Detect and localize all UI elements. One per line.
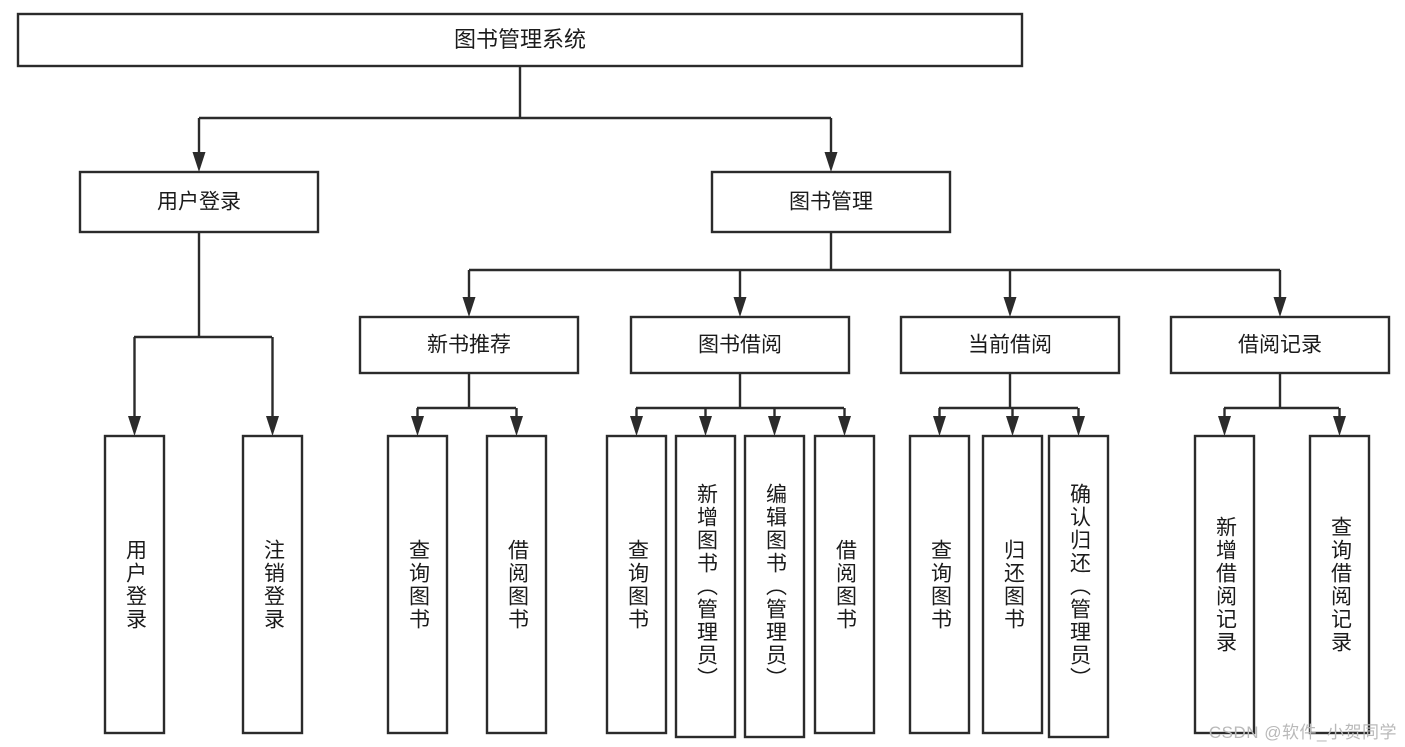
connector-group-bus-book-borrow [636, 373, 844, 410]
connector-arrow-leaf-query-books-recommend [411, 408, 424, 436]
csdn-watermark: CSDN @软件_小贺同学 [1208, 723, 1397, 742]
node-leaf-add-borrow-record[interactable] [1193, 434, 1256, 735]
node-book-borrow[interactable]: 图书借阅 [629, 315, 851, 375]
node-box[interactable] [710, 170, 952, 234]
node-box[interactable] [386, 434, 449, 735]
arrow-head-icon [768, 416, 781, 436]
node-box[interactable] [981, 434, 1044, 735]
connector-arrow-leaf-edit-book-admin [768, 408, 781, 436]
node-root[interactable]: 图书管理系统 [16, 12, 1024, 68]
arrow-head-icon [1006, 416, 1019, 436]
connector-arrow-new-book-recommend [462, 270, 476, 317]
arrow-head-icon [1218, 416, 1231, 436]
connector-arrow-book-borrow [733, 270, 747, 317]
connector-group-bus-book-management [469, 232, 1280, 272]
node-user-login[interactable]: 用户登录 [78, 170, 320, 234]
arrow-head-icon [1003, 297, 1017, 317]
node-label: 图书管理系统 [454, 27, 586, 52]
node-label: 新书推荐 [427, 334, 511, 357]
connector-arrow-leaf-query-books-borrow [630, 408, 643, 436]
connector-group-bus-user-login [134, 232, 272, 339]
node-leaf-query-books-current[interactable] [908, 434, 971, 735]
arrow-head-icon [192, 152, 206, 172]
connector-group-bus-new-book-recommend [417, 373, 516, 410]
node-book-management[interactable]: 图书管理 [710, 170, 952, 234]
connector-arrow-leaf-borrow-books-borrow [838, 408, 851, 436]
arrow-head-icon [462, 297, 476, 317]
node-box[interactable] [1047, 434, 1110, 739]
connector-arrow-leaf-return-books [1006, 408, 1019, 436]
connector-group-bus-borrow-record [1224, 373, 1339, 410]
node-leaf-query-books-recommend[interactable] [386, 434, 449, 735]
node-box[interactable] [358, 315, 580, 375]
arrow-head-icon [128, 416, 141, 436]
arrow-head-icon [824, 152, 838, 172]
node-box[interactable] [1193, 434, 1256, 735]
node-leaf-confirm-return-admin[interactable] [1047, 434, 1110, 739]
connector-group-bus-root [199, 66, 831, 120]
node-box[interactable] [1169, 315, 1391, 375]
connector-arrow-leaf-logout-login [266, 337, 279, 436]
node-leaf-borrow-books-recommend[interactable] [485, 434, 548, 735]
node-borrow-record[interactable]: 借阅记录 [1169, 315, 1391, 375]
node-box[interactable] [16, 12, 1024, 68]
arrow-head-icon [1072, 416, 1085, 436]
node-box[interactable] [813, 434, 876, 735]
node-box[interactable] [743, 434, 806, 739]
node-current-borrow[interactable]: 当前借阅 [899, 315, 1121, 375]
node-leaf-borrow-books-borrow[interactable] [813, 434, 876, 735]
connector-arrow-leaf-add-borrow-record [1218, 408, 1231, 436]
node-label: 用户登录 [157, 191, 241, 214]
node-box[interactable] [78, 170, 320, 234]
node-box[interactable] [629, 315, 851, 375]
node-box[interactable] [908, 434, 971, 735]
node-label: 借阅记录 [1238, 334, 1322, 357]
node-box[interactable] [899, 315, 1121, 375]
node-leaf-return-books[interactable] [981, 434, 1044, 735]
arrow-head-icon [933, 416, 946, 436]
connector-arrow-user-login [192, 118, 206, 172]
arrow-head-icon [266, 416, 279, 436]
node-box[interactable] [241, 434, 304, 735]
node-leaf-query-books-borrow[interactable] [605, 434, 668, 735]
node-label: 图书借阅 [698, 334, 782, 357]
connector-layer [128, 66, 1346, 436]
connector-arrow-leaf-confirm-return-admin [1072, 408, 1085, 436]
arrow-head-icon [411, 416, 424, 436]
node-leaf-logout-login[interactable] [241, 434, 304, 735]
arrow-head-icon [1333, 416, 1346, 436]
arrow-head-icon [630, 416, 643, 436]
node-label: 图书管理 [789, 191, 873, 214]
connector-arrow-book-management [824, 118, 838, 172]
connector-arrow-borrow-record [1273, 270, 1287, 317]
arrow-head-icon [1273, 297, 1287, 317]
arrow-head-icon [733, 297, 747, 317]
node-new-book-recommend[interactable]: 新书推荐 [358, 315, 580, 375]
node-box[interactable] [674, 434, 737, 739]
arrow-head-icon [838, 416, 851, 436]
connector-arrow-leaf-borrow-books-recommend [510, 408, 523, 436]
connector-arrow-current-borrow [1003, 270, 1017, 317]
connector-arrow-leaf-add-book-admin [699, 408, 712, 436]
arrow-head-icon [510, 416, 523, 436]
node-label: 当前借阅 [968, 334, 1052, 357]
arrow-head-icon [699, 416, 712, 436]
node-box[interactable] [1308, 434, 1371, 735]
connector-group-bus-current-borrow [939, 373, 1078, 410]
node-leaf-edit-book-admin[interactable] [743, 434, 806, 739]
node-box[interactable] [605, 434, 668, 735]
connector-arrow-leaf-query-borrow-record [1333, 408, 1346, 436]
node-box[interactable] [485, 434, 548, 735]
node-leaf-query-borrow-record[interactable] [1308, 434, 1371, 735]
node-box[interactable] [103, 434, 166, 735]
connector-arrow-leaf-user-login [128, 337, 141, 436]
connector-arrow-leaf-query-books-current [933, 408, 946, 436]
node-leaf-add-book-admin[interactable] [674, 434, 737, 739]
node-leaf-user-login[interactable] [103, 434, 166, 735]
